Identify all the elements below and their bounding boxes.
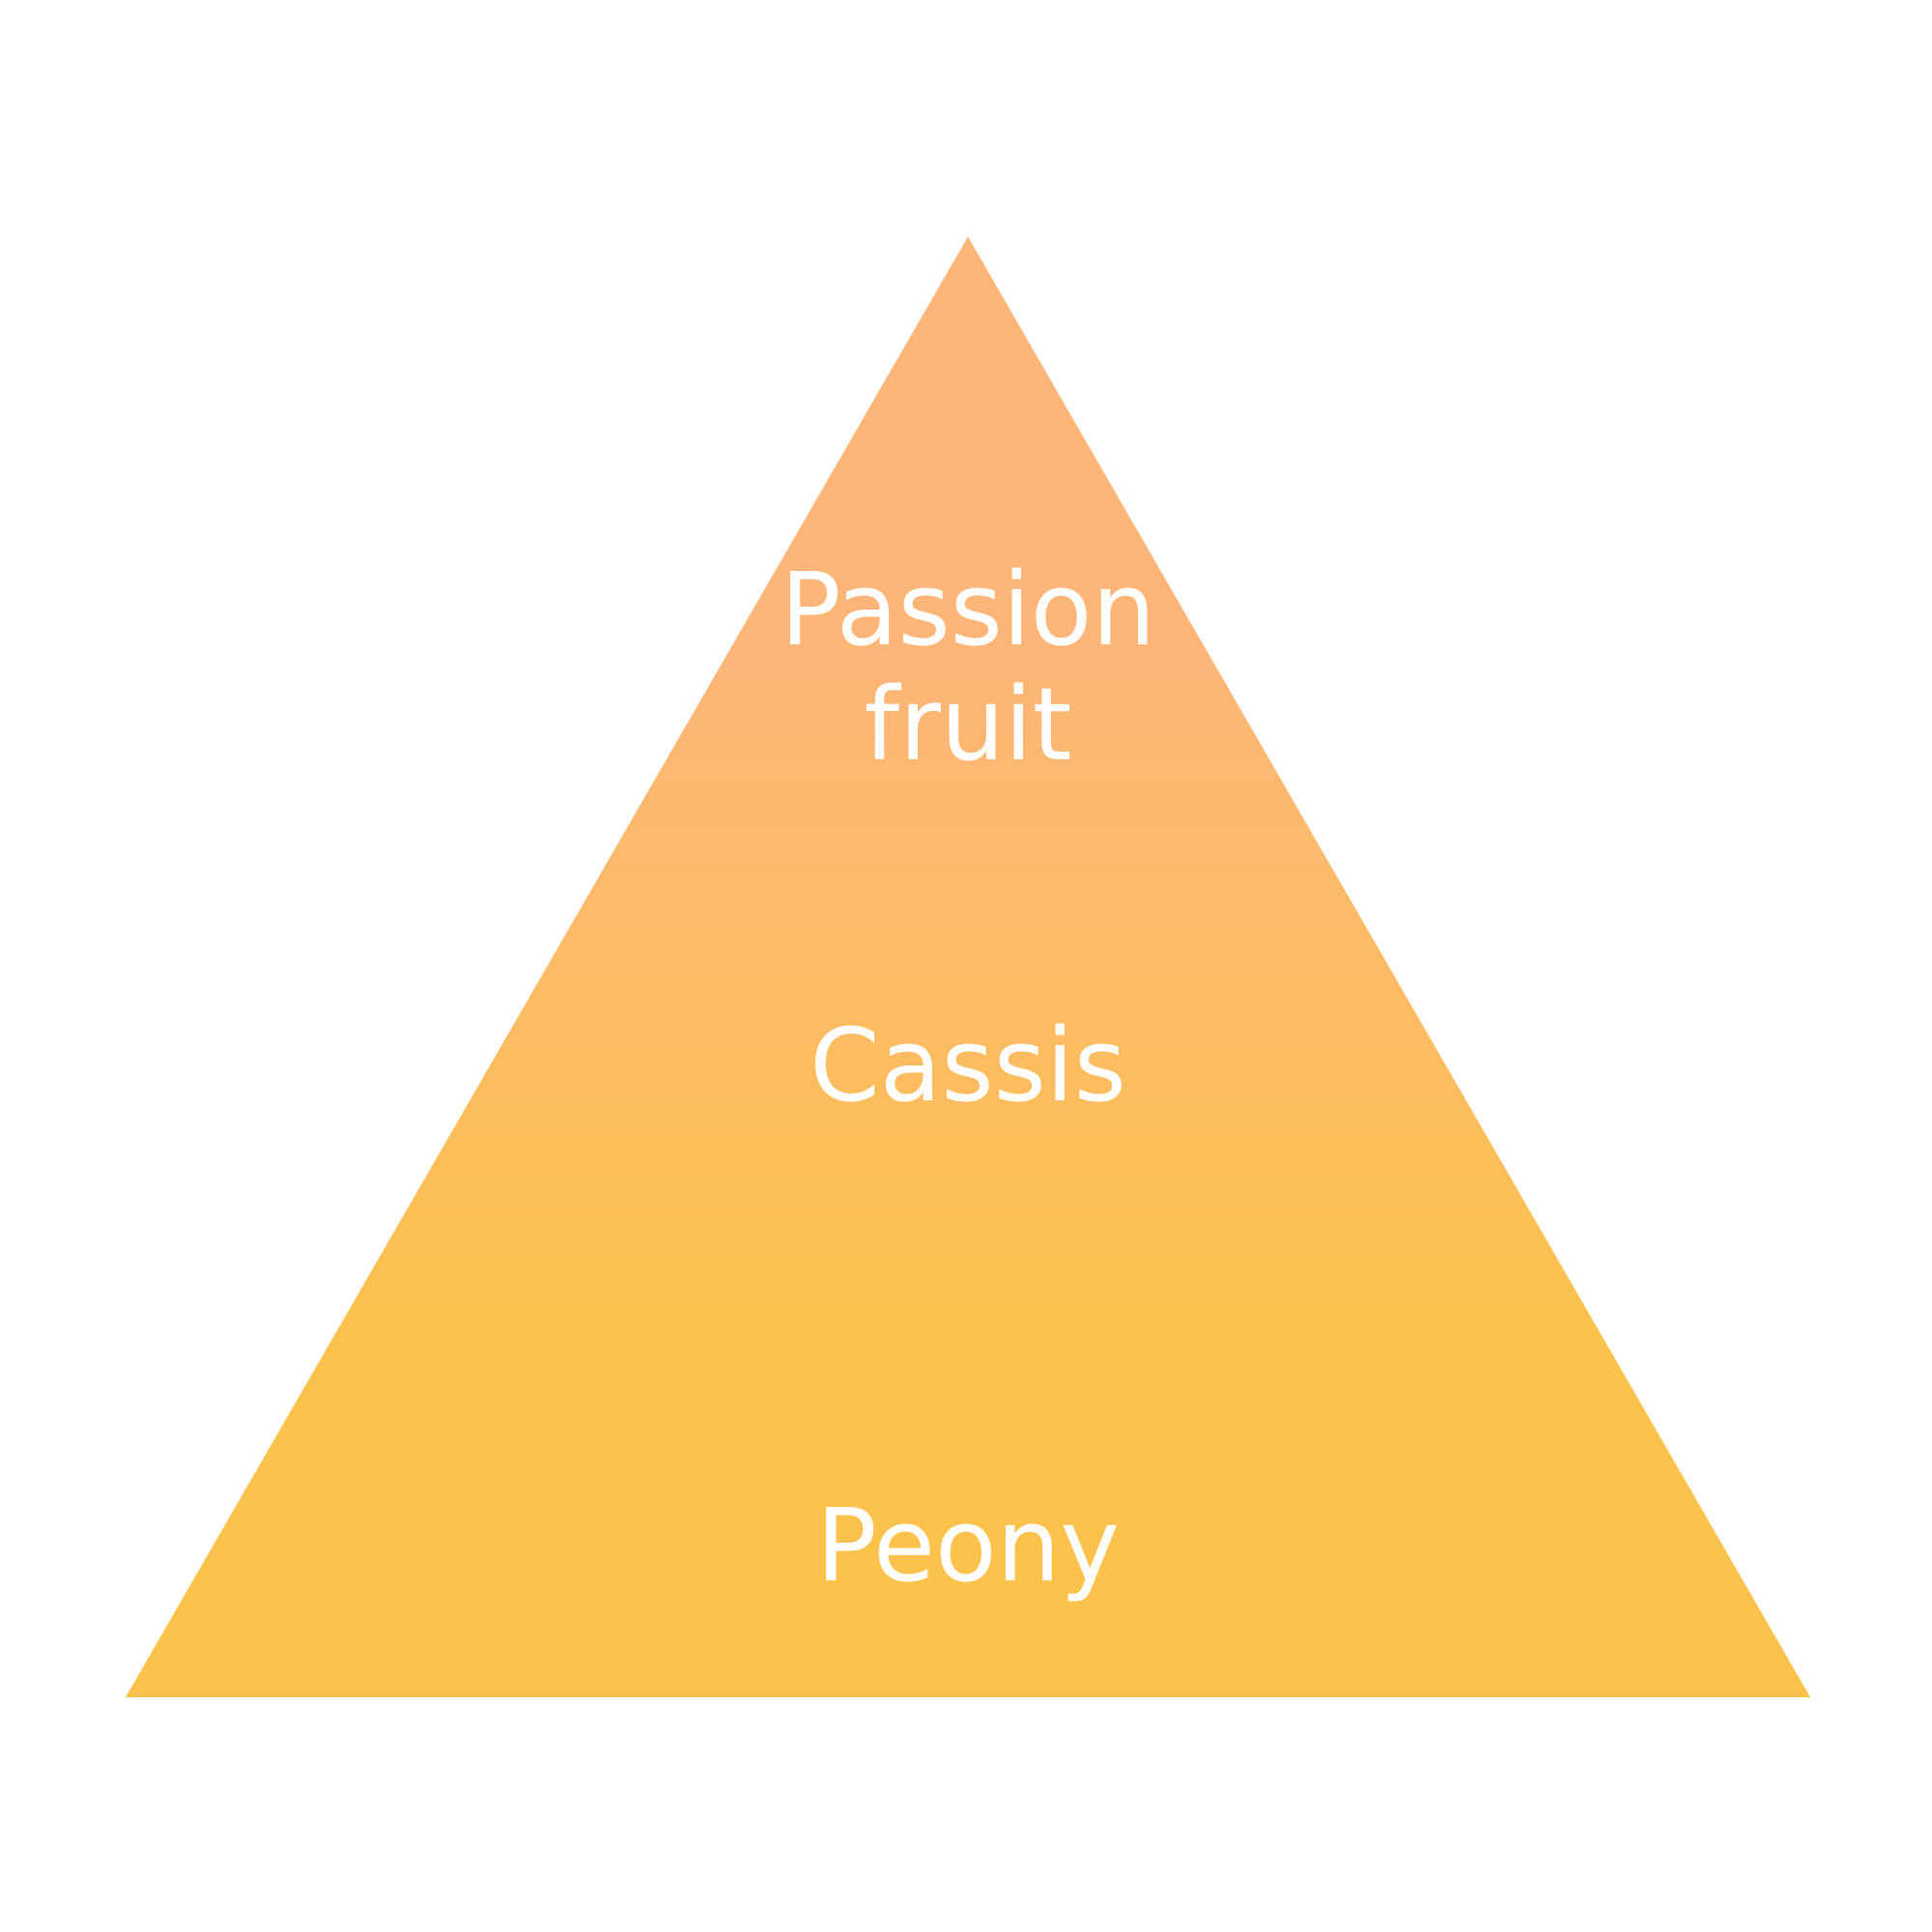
level-3-label: Peony xyxy=(816,1487,1120,1605)
pyramid-shape xyxy=(126,237,1810,1697)
level-1-label-line-2: fruit xyxy=(865,666,1072,783)
level-2-label: Cassis xyxy=(810,1007,1126,1124)
level-1-label-line-1: Passion xyxy=(781,551,1156,668)
